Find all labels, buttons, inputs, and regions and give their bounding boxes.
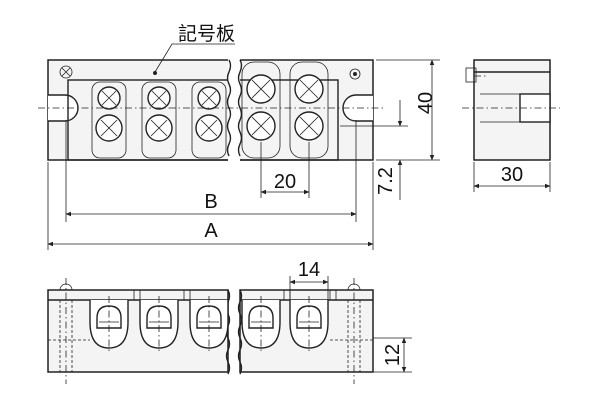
dim-pitch-20: 20 [274,171,296,193]
dim-front-height-12: 12 [382,344,404,366]
screw [294,111,324,141]
screw [294,74,324,104]
dim-offset-7-2: 7.2 [375,167,397,195]
dim-a: A [204,220,218,242]
screw [95,114,123,142]
terminal-group-left [91,81,227,159]
top-view-dimensions: 40 7.2 20 B A [47,59,440,250]
side-view [462,59,560,161]
dim-height-40: 40 [415,92,437,114]
screw [195,114,223,142]
screw [197,86,221,110]
dim-side-width-30: 30 [501,164,523,186]
screw [246,111,276,141]
cross-screw-marker [59,65,73,79]
front-view-dimensions: 14 12 [289,259,412,373]
top-view: 記号板 [38,23,383,165]
nameplate-label: 記号板 [178,23,235,45]
front-view [47,278,374,384]
screw [145,114,173,142]
top-view-body [47,59,374,161]
dot-marker [349,68,361,80]
dim-pitch-14: 14 [298,259,320,281]
screw [246,74,276,104]
screw [147,86,171,110]
screw-grid [95,74,324,142]
side-view-dimensions: 30 [473,162,551,192]
screw [97,86,121,110]
dim-b: B [204,191,217,213]
